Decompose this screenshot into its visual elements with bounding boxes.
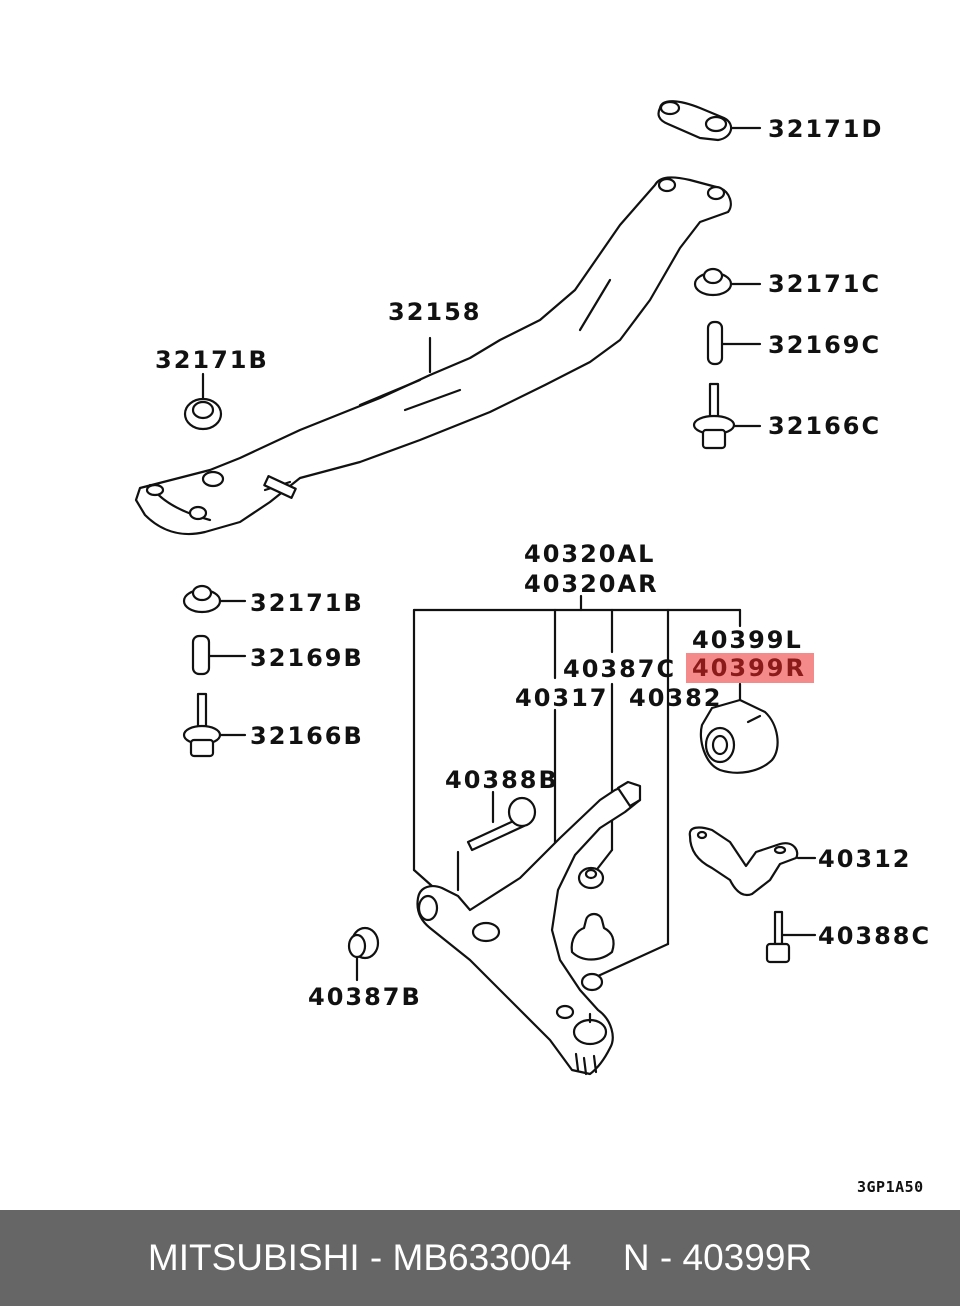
- label-32171B[interactable]: 32171B: [250, 589, 364, 617]
- part-40399R-bushing-drawing: [699, 698, 779, 774]
- part-32166C-drawing: [692, 382, 762, 450]
- footer-separator-2: -: [649, 1237, 683, 1278]
- part-32171C-drawing: [693, 267, 762, 297]
- part-32169B-drawing: [191, 634, 247, 676]
- footer-part-number: MB633004: [392, 1237, 572, 1278]
- label-32166B[interactable]: 32166B: [250, 722, 364, 750]
- part-40382-drawing: [570, 912, 615, 992]
- label-40387B[interactable]: 40387B: [308, 983, 422, 1011]
- label-40387C[interactable]: 40387C: [563, 655, 677, 683]
- parts-diagram: 32171D 32171C 32169C 32166C 32158 32171B…: [134, 100, 932, 1196]
- label-32171B-top[interactable]: 32171B: [155, 346, 269, 374]
- part-40312-bracket-drawing: [688, 826, 817, 897]
- label-32169C[interactable]: 32169C: [768, 331, 882, 359]
- part-32171B-top-drawing: [183, 372, 223, 431]
- lower-control-arm-drawing: [416, 780, 642, 1076]
- footer-bar: MITSUBISHI - MB633004 N - 40399R: [0, 1210, 960, 1306]
- label-32171D[interactable]: 32171D: [768, 115, 884, 143]
- label-40320AR[interactable]: 40320AR: [524, 570, 659, 598]
- label-40320AL[interactable]: 40320AL: [524, 540, 656, 568]
- footer-brand: MITSUBISHI: [147, 1237, 360, 1278]
- label-32166C[interactable]: 32166C: [768, 412, 882, 440]
- part-40387B-drawing: [347, 926, 380, 982]
- part-32171B-drawing: [182, 584, 247, 614]
- label-40388B[interactable]: 40388B: [445, 766, 559, 794]
- label-32158[interactable]: 32158: [388, 298, 482, 326]
- label-40399L[interactable]: 40399L: [692, 626, 803, 654]
- part-40388C-drawing: [765, 910, 817, 964]
- diagram-drawing: [134, 100, 817, 1076]
- footer-ref-number: 40399R: [682, 1237, 813, 1278]
- footer-ref-prefix: N: [622, 1237, 650, 1278]
- label-40317[interactable]: 40317: [515, 684, 609, 712]
- part-32158-crossmember-drawing: [134, 176, 732, 536]
- assembly-bracket-lines: [412, 594, 742, 978]
- label-40382[interactable]: 40382: [629, 684, 723, 712]
- diagram-code: 3GP1A50: [857, 1178, 924, 1196]
- part-32166B-drawing: [182, 692, 247, 758]
- label-40399R-highlighted[interactable]: 40399R: [686, 653, 814, 683]
- footer-gap: [571, 1237, 622, 1279]
- label-40388C[interactable]: 40388C: [818, 922, 932, 950]
- label-32171C[interactable]: 32171C: [768, 270, 882, 298]
- label-40312[interactable]: 40312: [818, 845, 912, 873]
- part-32169C-drawing: [706, 320, 762, 366]
- label-32169B[interactable]: 32169B: [250, 644, 364, 672]
- footer-separator: -: [359, 1237, 393, 1278]
- part-40388B-drawing: [456, 790, 537, 892]
- part-32171D-link-drawing: [657, 100, 762, 142]
- part-40387C-drawing: [577, 866, 605, 890]
